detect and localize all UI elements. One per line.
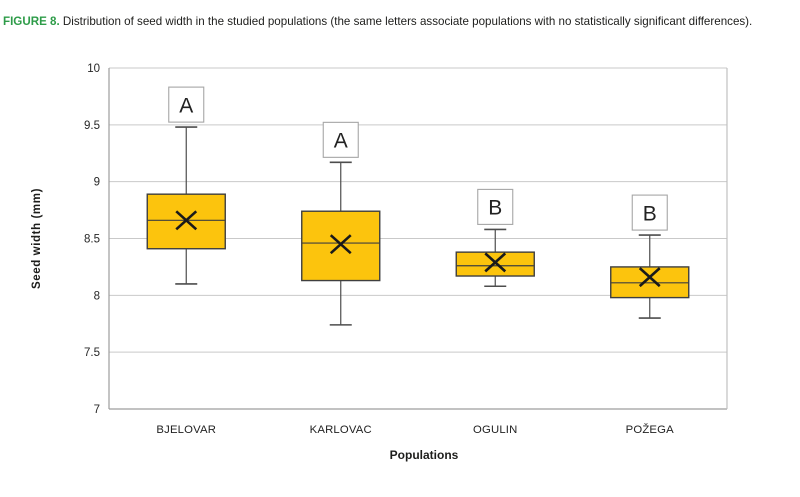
x-category-label: KARLOVAC [310, 424, 372, 436]
significance-letter: A [179, 94, 193, 117]
significance-letter-box [631, 194, 668, 231]
figure-caption: FIGURE 8. Distribution of seed width in … [3, 14, 795, 30]
mean-x-marker [329, 234, 352, 255]
figure-caption-text: Distribution of seed width in the studie… [59, 14, 753, 28]
significance-letter: B [488, 197, 502, 220]
x-category-label: POŽEGA [626, 423, 675, 436]
y-tick-label: 8.5 [84, 234, 100, 246]
significance-letter-box [322, 121, 359, 158]
y-tick-label: 8 [94, 290, 100, 302]
significance-letter-box [168, 86, 205, 123]
mean-x-marker [484, 252, 507, 273]
x-category-label: OGULIN [473, 424, 518, 436]
significance-letter: B [643, 202, 657, 225]
significance-letter: A [334, 130, 348, 153]
x-category-label: BJELOVAR [156, 424, 216, 436]
y-tick-label: 9 [94, 177, 100, 189]
y-tick-label: 7 [94, 404, 100, 416]
mean-x-marker [638, 267, 661, 288]
y-tick-label: 7.5 [84, 347, 100, 359]
mean-x-marker [175, 210, 198, 231]
y-tick-label: 10 [87, 63, 100, 75]
x-axis-title: Populations [390, 448, 459, 462]
significance-letter-box [477, 188, 514, 225]
figure-caption-label: FIGURE 8. [3, 14, 60, 28]
y-tick-label: 9.5 [84, 120, 100, 132]
y-axis-title: Seed width (mm) [31, 188, 43, 289]
